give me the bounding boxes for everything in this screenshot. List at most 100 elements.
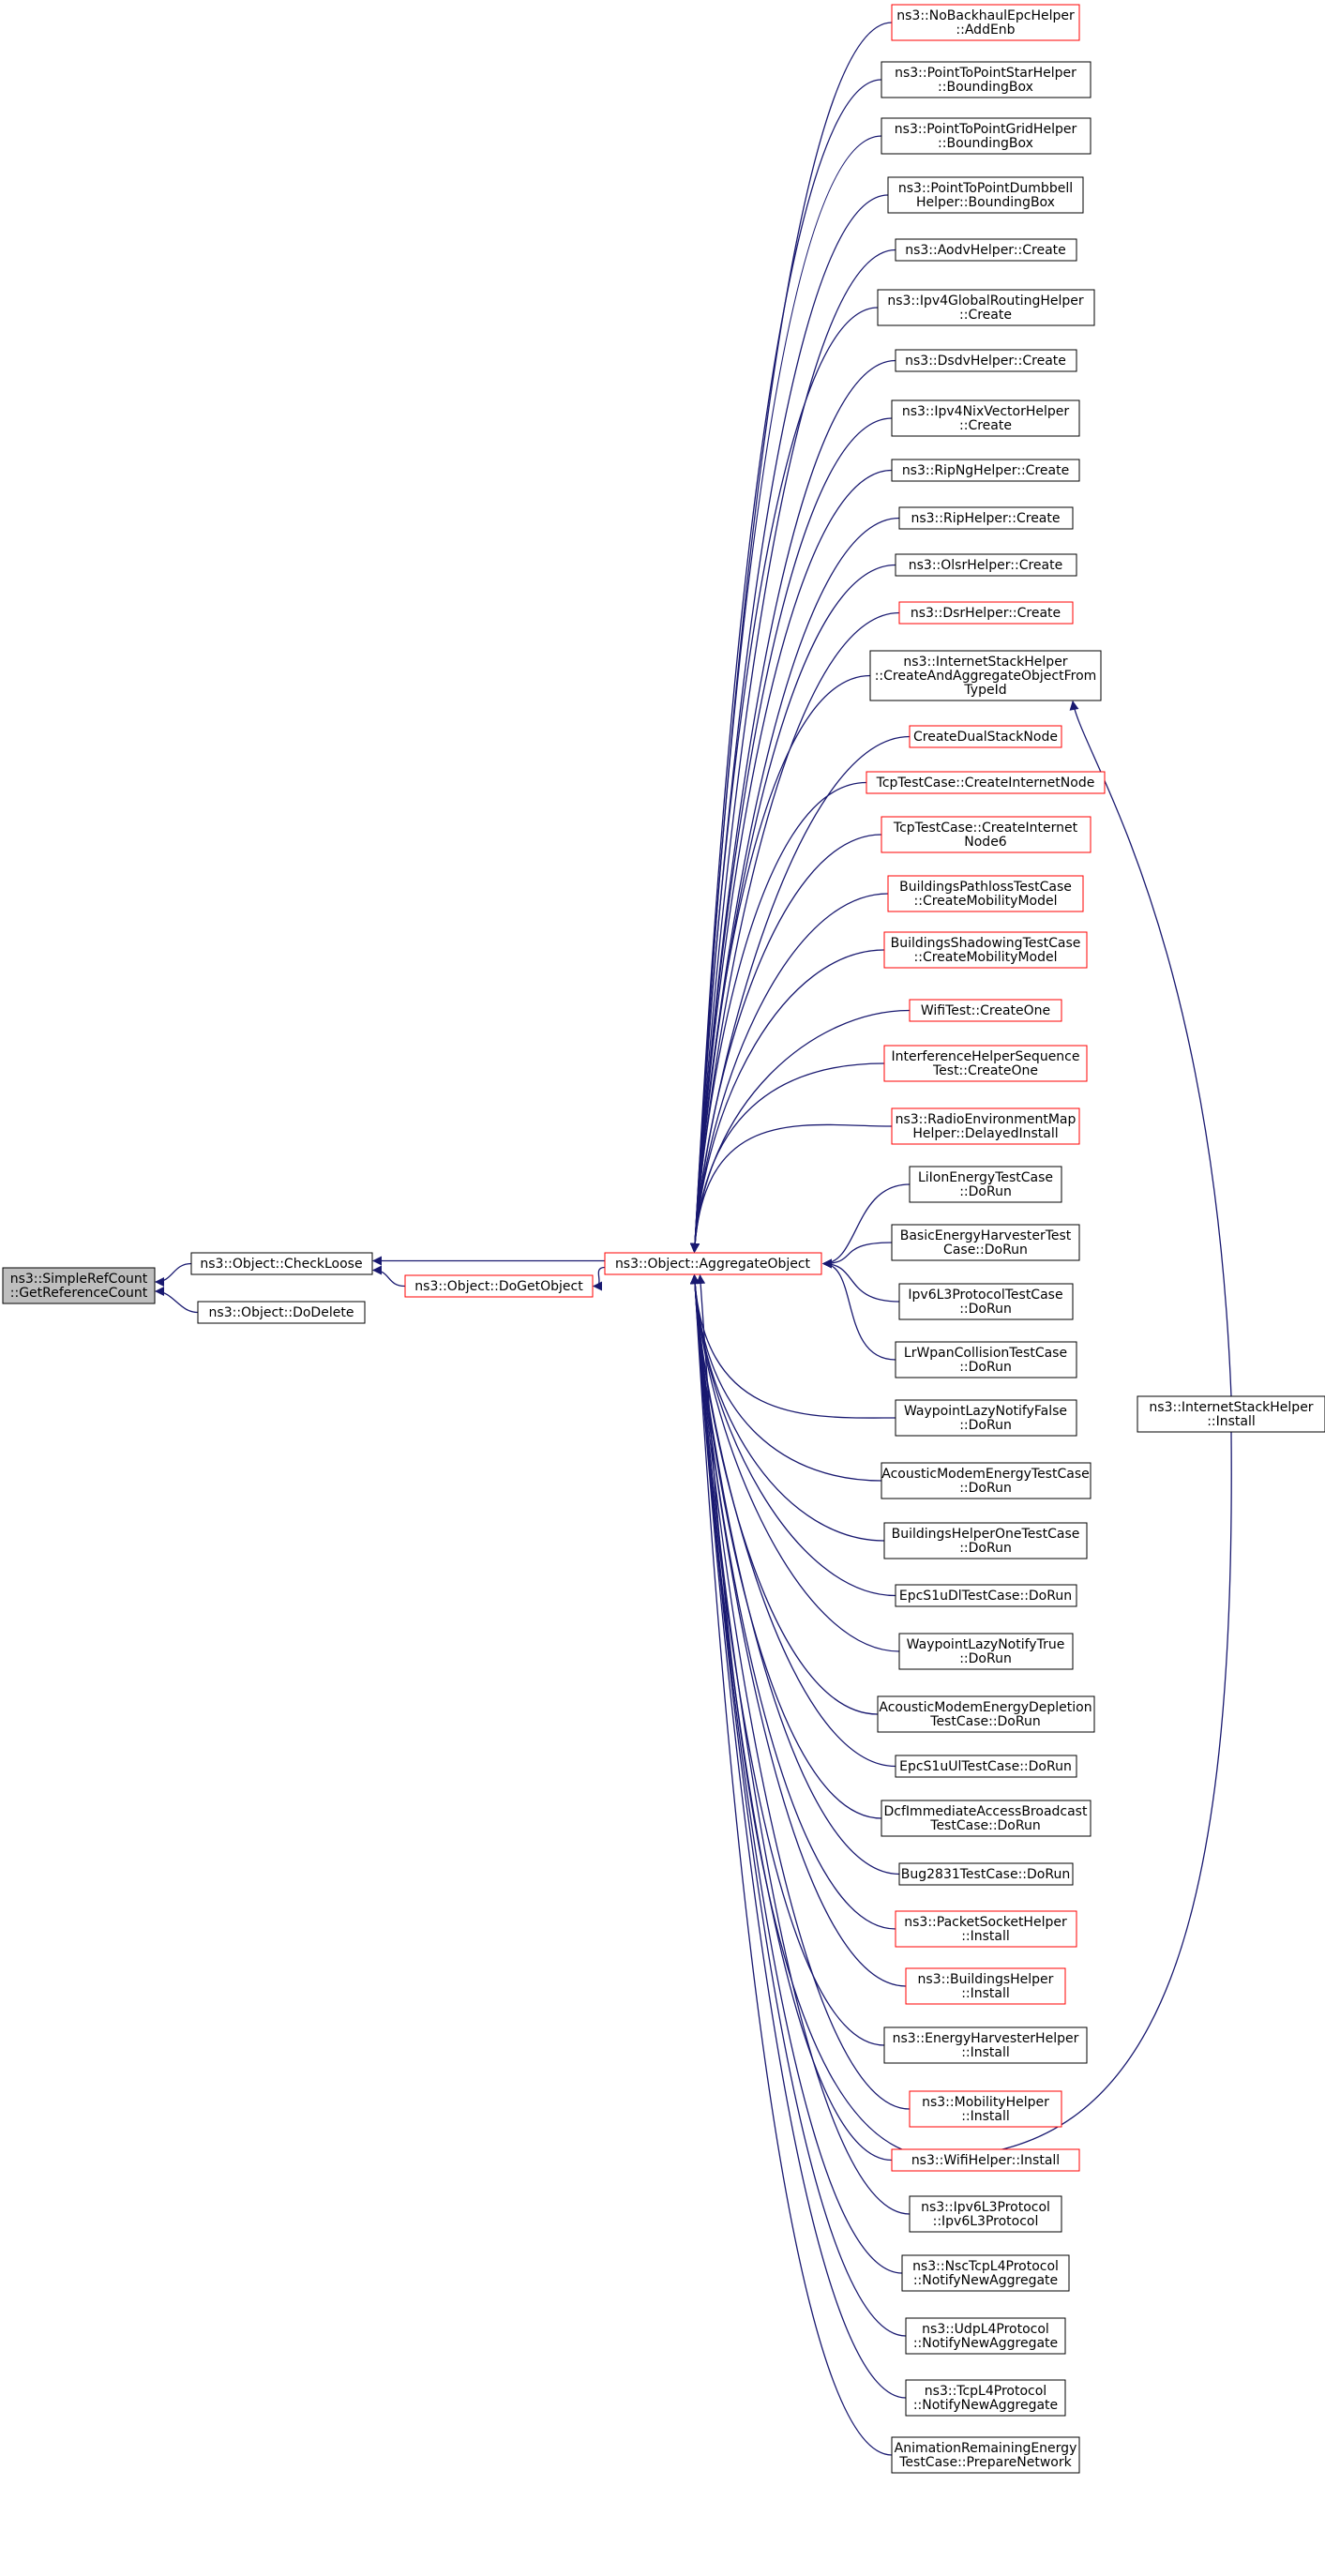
node-acousticmodemenergytestcase-dorun[interactable]: AcousticModemEnergyTestCase::DoRun — [881, 1462, 1092, 1499]
node-buildingsshadowingtestcase-createmobilitymodel[interactable]: BuildingsShadowingTestCase::CreateMobili… — [883, 931, 1088, 969]
node-ns3-internetstackhelper-install[interactable]: ns3::InternetStackHelper::Install — [1137, 1395, 1325, 1433]
node-ns3-dsdvhelper-create[interactable]: ns3::DsdvHelper::Create — [895, 349, 1077, 372]
edge-c30 — [690, 1274, 879, 1715]
node-label-line: TestCase::PrepareNetwork — [898, 2455, 1072, 2470]
edge-c29 — [690, 1274, 900, 1652]
node-waypointlazynotifyfalse-dorun[interactable]: WaypointLazyNotifyFalse::DoRun — [895, 1399, 1077, 1437]
node-buildingspathlosstestcase-createmobilitymodel[interactable]: BuildingsPathlossTestCase::CreateMobilit… — [887, 875, 1084, 912]
node-ns3-simplerefcount-getreferencecount[interactable]: ns3::SimpleRefCount::GetReferenceCount — [2, 1267, 156, 1304]
node-label-line: ns3::PacketSocketHelper — [904, 1915, 1067, 1930]
node-ns3-ripnghelper-create[interactable]: ns3::RipNgHelper::Create — [891, 459, 1080, 482]
node-interferencehelpersequence-test-createone[interactable]: InterferenceHelperSequenceTest::CreateOn… — [883, 1045, 1088, 1082]
node-waypointlazynotifytrue-dorun[interactable]: WaypointLazyNotifyTrue::DoRun — [898, 1633, 1074, 1670]
node-label-line: TcpTestCase::CreateInternetNode — [876, 776, 1095, 791]
node-wifitest-createone[interactable]: WifiTest::CreateOne — [909, 999, 1062, 1022]
node-label-line: ::DoRun — [959, 1360, 1012, 1375]
node-label-line: InterferenceHelperSequence — [892, 1049, 1080, 1064]
node-lrwpancollisiontestcase-dorun[interactable]: LrWpanCollisionTestCase::DoRun — [895, 1341, 1077, 1378]
node-ns3-packetsockethelper-install[interactable]: ns3::PacketSocketHelper::Install — [895, 1910, 1077, 1948]
node-label-line: ns3::Ipv4GlobalRoutingHelper — [887, 294, 1084, 309]
edge-c38 — [690, 1274, 893, 2162]
node-ns3-aodvhelper-create[interactable]: ns3::AodvHelper::Create — [895, 238, 1077, 262]
node-epcs1udltestcase-dorun[interactable]: EpcS1uDlTestCase::DoRun — [895, 1584, 1077, 1607]
node-box — [869, 650, 1102, 701]
edge-c40 — [690, 1274, 903, 2274]
node-label-line: ::Create — [959, 418, 1012, 433]
node-label-line: LiIonEnergyTestCase — [918, 1170, 1053, 1185]
node-label-line: ::DoRun — [959, 1184, 1012, 1199]
node-label-line: DcfImmediateAccessBroadcast — [884, 1804, 1088, 1819]
node-acousticmodemenergydepletion-testcase-dorun[interactable]: AcousticModemEnergyDepletionTestCase::Do… — [877, 1695, 1095, 1733]
node-animationremainingenergy-testcase-preparenetwork[interactable]: AnimationRemainingEnergyTestCase::Prepar… — [891, 2436, 1080, 2474]
node-label-line: ns3::DsrHelper::Create — [911, 606, 1061, 621]
node-box — [895, 238, 1077, 262]
nodes-layer: ns3::NoBackhaulEpcHelper::AddEnbns3::Poi… — [2, 4, 1325, 2474]
node-ns3-ipv6l3protocol-ipv6l3protocol[interactable]: ns3::Ipv6L3Protocol::Ipv6L3Protocol — [909, 2195, 1062, 2233]
node-label-line: AcousticModemEnergyTestCase — [881, 1467, 1089, 1482]
node-tcptestcase-createinternetnode[interactable]: TcpTestCase::CreateInternetNode — [866, 771, 1106, 794]
node-ns3-buildingshelper-install[interactable]: ns3::BuildingsHelper::Install — [905, 1967, 1066, 2005]
node-label-line: ns3::InternetStackHelper — [1149, 1400, 1313, 1415]
node-ns3-object-aggregateobject[interactable]: ns3::Object::AggregateObject — [604, 1252, 822, 1275]
edge-c25 — [690, 1274, 896, 1419]
edge-c4 — [690, 249, 896, 1253]
edge-c37 — [690, 1274, 911, 2110]
node-box — [909, 2090, 1062, 2128]
node-label-line: ns3::PointToPointGridHelper — [895, 122, 1077, 137]
node-label-line: ::Install — [961, 2109, 1010, 2124]
node-epcs1uultestcase-dorun[interactable]: EpcS1uUlTestCase::DoRun — [895, 1755, 1077, 1778]
node-buildingshelperonetestcase-dorun[interactable]: BuildingsHelperOneTestCase::DoRun — [883, 1522, 1088, 1559]
node-label-line: ns3::MobilityHelper — [922, 2095, 1049, 2110]
node-ns3-wifihelper-install[interactable]: ns3::WifiHelper::Install — [891, 2148, 1080, 2172]
node-label-line: ns3::Object::CheckLoose — [200, 1257, 362, 1272]
node-ns3-olsrhelper-create[interactable]: ns3::OlsrHelper::Create — [895, 553, 1077, 577]
node-label-line: ns3::UdpL4Protocol — [922, 2322, 1049, 2337]
node-ns3-dsrhelper-create[interactable]: ns3::DsrHelper::Create — [898, 601, 1074, 625]
node-ns3-object-checkloose[interactable]: ns3::Object::CheckLoose — [190, 1252, 373, 1275]
node-ns3-udpl4protocol-notifynewaggregate[interactable]: ns3::UdpL4Protocol::NotifyNewAggregate — [905, 2317, 1066, 2355]
node-box — [877, 1695, 1095, 1733]
node-box — [898, 1862, 1074, 1886]
node-box — [898, 1283, 1074, 1320]
node-ns3-energyharvesterhelper-install[interactable]: ns3::EnergyHarvesterHelper::Install — [883, 2026, 1088, 2064]
node-label-line: ns3::Object::DoGetObject — [414, 1279, 583, 1294]
node-ns3-pointtopointstarhelper-boundingbox[interactable]: ns3::PointToPointStarHelper::BoundingBox — [881, 61, 1092, 98]
node-ns3-pointtopointgridhelper-boundingbox[interactable]: ns3::PointToPointGridHelper::BoundingBox — [881, 117, 1092, 155]
node-ns3-tcpl4protocol-notifynewaggregate[interactable]: ns3::TcpL4Protocol::NotifyNewAggregate — [905, 2379, 1066, 2417]
edge-c14 — [690, 781, 867, 1253]
node-ns3-object-dogetobject[interactable]: ns3::Object::DoGetObject — [404, 1274, 594, 1298]
node-label-line: BasicEnergyHarvesterTest — [900, 1228, 1072, 1243]
node-box — [895, 1584, 1077, 1607]
node-label-line: TestCase::DoRun — [929, 1818, 1040, 1833]
node-ns3-riphelper-create[interactable]: ns3::RipHelper::Create — [898, 506, 1074, 530]
node-box — [905, 2317, 1066, 2355]
node-ns3-radioenvironmentmap-helper-delayedinstall[interactable]: ns3::RadioEnvironmentMapHelper::DelayedI… — [891, 1107, 1080, 1145]
edge-c23 — [822, 1258, 900, 1303]
node-ns3-ipv4nixvectorhelper-create[interactable]: ns3::Ipv4NixVectorHelper::Create — [891, 399, 1080, 437]
node-liionenergytestcase-dorun[interactable]: LiIonEnergyTestCase::DoRun — [909, 1166, 1062, 1203]
node-createdualstacknode[interactable]: CreateDualStackNode — [909, 725, 1062, 748]
node-box — [895, 553, 1077, 577]
node-box — [883, 2026, 1088, 2064]
node-dcfimmediateaccessbroadcast-testcase-dorun[interactable]: DcfImmediateAccessBroadcastTestCase::DoR… — [881, 1800, 1092, 1837]
node-box — [891, 4, 1080, 41]
node-box — [895, 1399, 1077, 1437]
node-ns3-pointtopointdumbbell-helper-boundingbox[interactable]: ns3::PointToPointDumbbellHelper::Boundin… — [887, 176, 1084, 214]
edge-c26 — [690, 1274, 882, 1482]
node-ns3-nobackhaulepchelper-addenb[interactable]: ns3::NoBackhaulEpcHelper::AddEnb — [891, 4, 1080, 41]
edge-c43 — [690, 1274, 893, 2456]
edge-c42 — [690, 1274, 907, 2399]
node-ns3-internetstackhelper-createandaggregateobjectfrom-typeid[interactable]: ns3::InternetStackHelper::CreateAndAggre… — [869, 650, 1102, 701]
node-box — [891, 1107, 1080, 1145]
node-ns3-mobilityhelper-install[interactable]: ns3::MobilityHelper::Install — [909, 2090, 1062, 2128]
node-ipv6l3protocoltestcase-dorun[interactable]: Ipv6L3ProtocolTestCase::DoRun — [898, 1283, 1074, 1320]
node-ns3-nsctcpl4protocol-notifynewaggregate[interactable]: ns3::NscTcpL4Protocol::NotifyNewAggregat… — [901, 2254, 1070, 2292]
node-ns3-ipv4globalroutinghelper-create[interactable]: ns3::Ipv4GlobalRoutingHelper::Create — [877, 289, 1095, 326]
node-label-line: ::CreateMobilityModel — [914, 894, 1058, 909]
node-ns3-object-dodelete[interactable]: ns3::Object::DoDelete — [197, 1301, 366, 1324]
node-box — [881, 61, 1092, 98]
node-label-line: ns3::DsdvHelper::Create — [905, 354, 1066, 369]
node-bug2831testcase-dorun[interactable]: Bug2831TestCase::DoRun — [898, 1862, 1074, 1886]
